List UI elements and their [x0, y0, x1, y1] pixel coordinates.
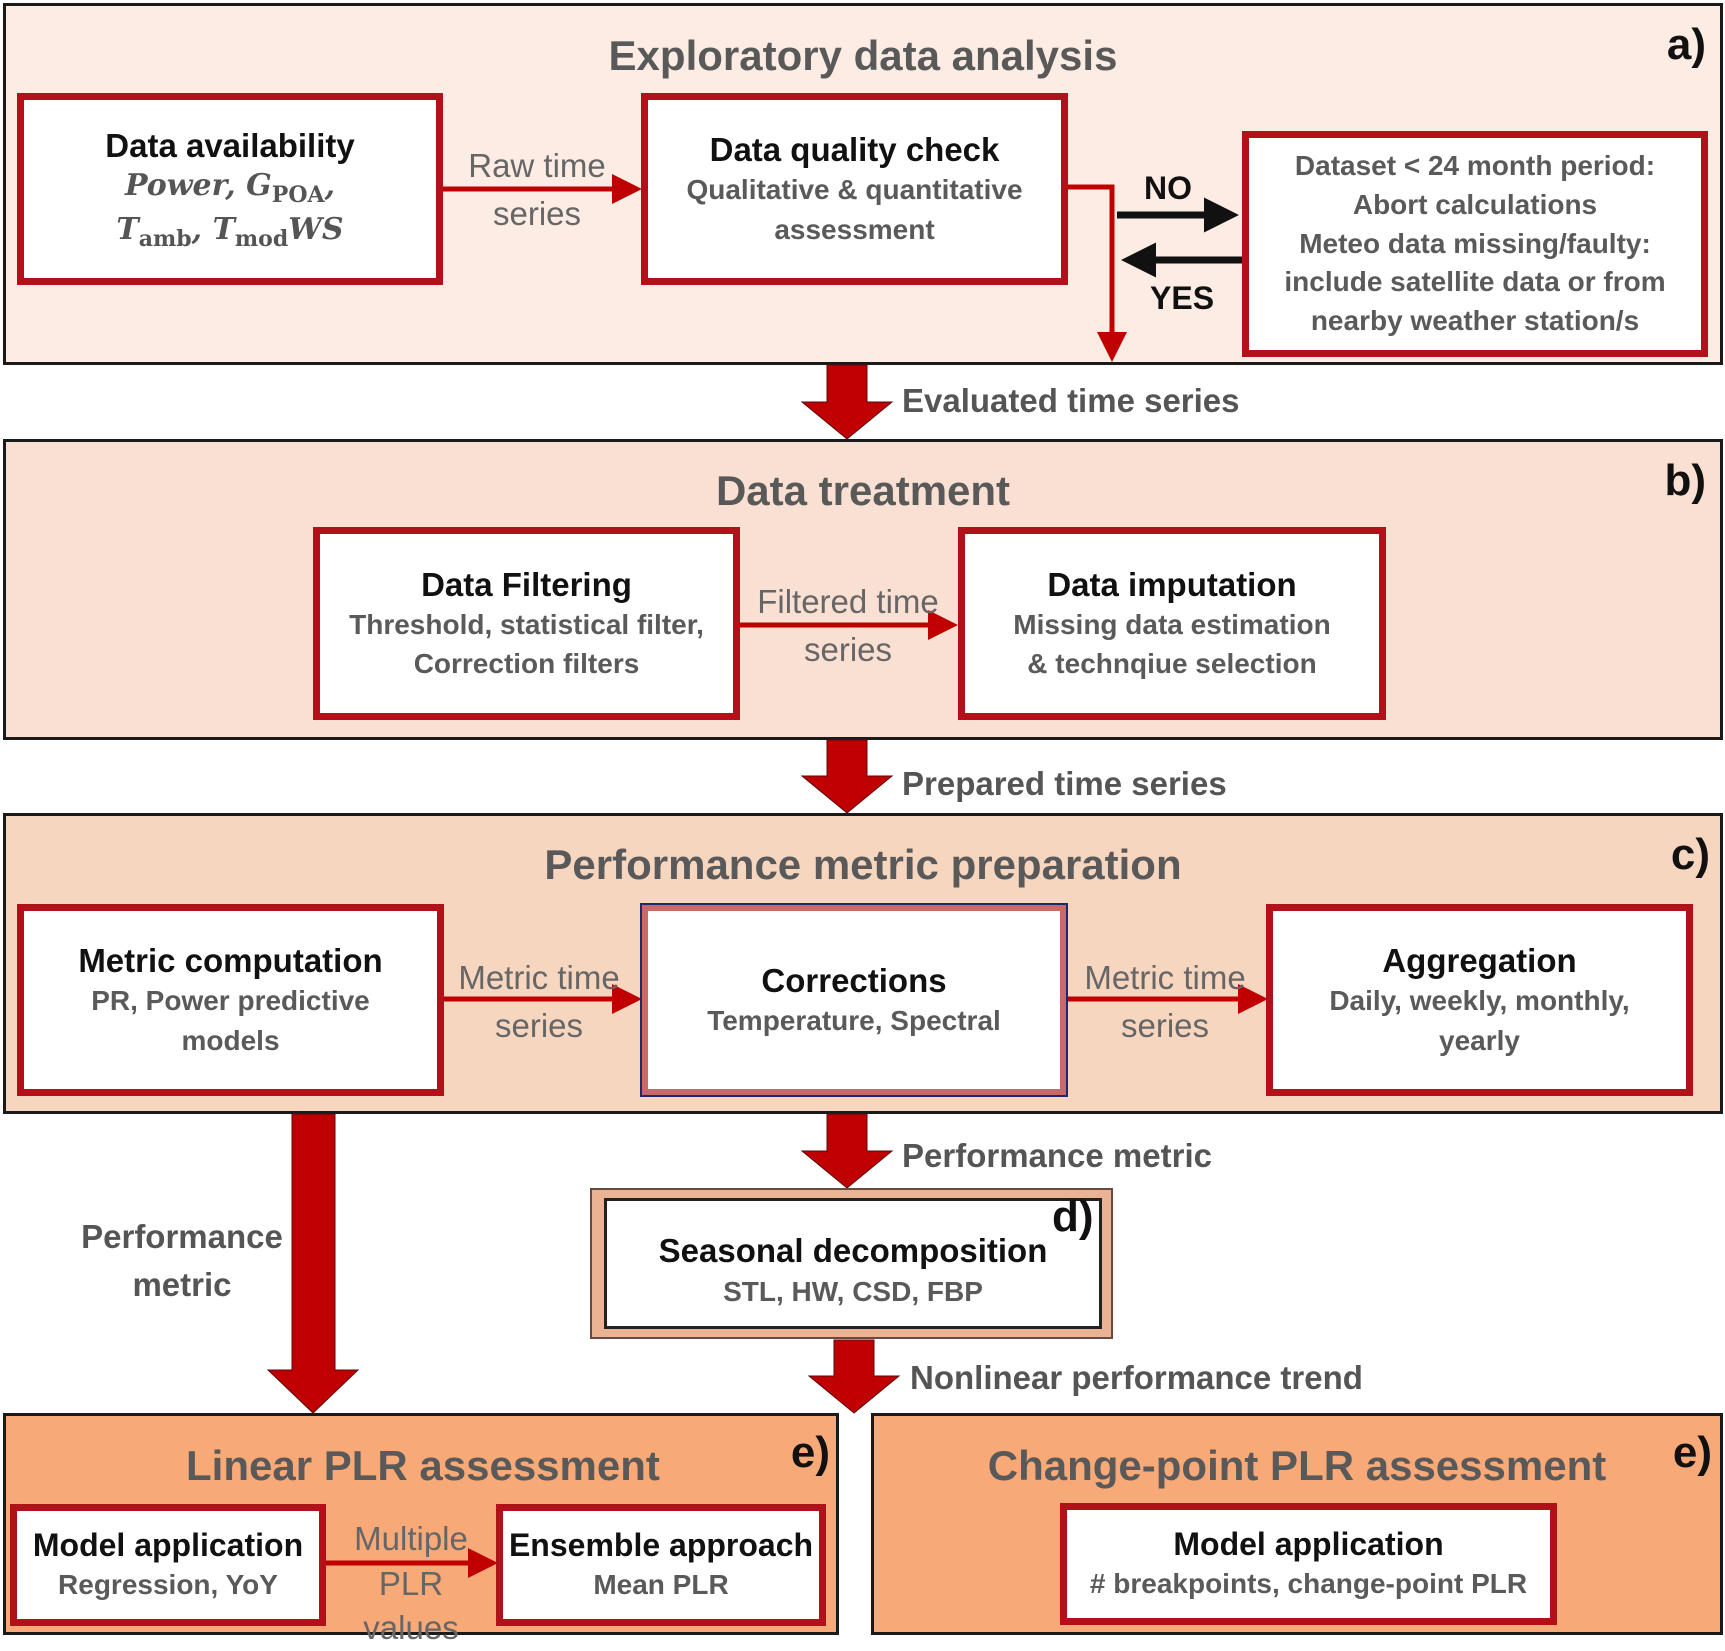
panel-label: e): [1672, 1428, 1712, 1477]
box-title: Model application: [1173, 1526, 1444, 1563]
arrow-quality-down: [1068, 184, 1127, 362]
label-multiple-plr-values: Multiple PLR values: [354, 1520, 468, 1647]
flow-label-nonlinear: Nonlinear performance trend: [910, 1359, 1363, 1396]
box-ensemble-approach: Ensemble approach Mean PLR: [496, 1504, 826, 1626]
panel-title: Performance metric preparation: [544, 841, 1182, 888]
label-no: NO: [1144, 170, 1192, 206]
panel-title: Change-point PLR assessment: [987, 1442, 1607, 1489]
box-title: Data Filtering: [421, 565, 632, 603]
box-data-availability: Data availability Power, GPOA, Tamb, Tmo…: [17, 93, 443, 285]
label-raw-time-series: Raw time series: [468, 147, 606, 232]
label-yes: YES: [1150, 280, 1215, 316]
panel-label: a): [1666, 20, 1706, 69]
box-data-quality-check: Data quality check Qualitative & quantit…: [641, 93, 1068, 285]
box-dataset-note: Dataset < 24 month period: Abort calcula…: [1242, 131, 1708, 357]
block-arrow-nonlinear: [807, 1339, 901, 1414]
box-model-application-linear: Model application Regression, YoY: [10, 1504, 326, 1626]
box-title: Aggregation: [1382, 942, 1577, 980]
box-model-application-change-point: Model application # breakpoints, change-…: [1060, 1503, 1557, 1625]
panel-data-treatment: Data treatment b): [3, 439, 1723, 740]
label-metric-time-series-2: Metric time series: [1084, 959, 1246, 1044]
box-title: Corrections: [761, 961, 947, 999]
panel-label-d: d): [1052, 1192, 1094, 1241]
box-corrections: Corrections Temperature, Spectral: [640, 903, 1068, 1097]
flow-label-side-performance-metric: Performance metric: [81, 1218, 283, 1303]
flow-label-prepared: Prepared time series: [902, 765, 1227, 802]
box-title: Ensemble approach: [508, 1527, 814, 1564]
flow-label-evaluated: Evaluated time series: [902, 382, 1240, 419]
block-arrow-side-performance-metric: [266, 1113, 360, 1414]
panel-label: c): [1670, 830, 1710, 879]
box-metric-computation: Metric computation PR, Power predictive …: [17, 904, 444, 1096]
panel-title: Linear PLR assessment: [186, 1442, 660, 1489]
variables-line-2: Tamb, TmodWS: [116, 211, 344, 252]
box-title: Data availability: [105, 126, 355, 164]
label-metric-time-series-1: Metric time series: [458, 959, 620, 1044]
panel-title: Exploratory data analysis: [608, 32, 1118, 79]
panel-label: b): [1664, 456, 1706, 505]
label-filtered-time-series: Filtered time series: [757, 583, 939, 668]
block-arrow-evaluated: [800, 364, 894, 440]
box-seasonal-decomposition: Seasonal decomposition STL, HW, CSD, FBP: [604, 1198, 1102, 1329]
box-title: Data imputation: [1047, 565, 1297, 603]
box-title: Metric computation: [78, 942, 383, 980]
box-data-imputation: Data imputation Missing data estimation …: [958, 527, 1386, 720]
box-aggregation: Aggregation Daily, weekly, monthly, year…: [1266, 904, 1693, 1096]
panel-label: e): [790, 1428, 830, 1477]
box-data-filtering: Data Filtering Threshold, statistical fi…: [313, 527, 740, 720]
flow-label-performance-metric: Performance metric: [902, 1137, 1212, 1174]
box-title: Seasonal decomposition: [658, 1232, 1048, 1270]
panel-title: Data treatment: [715, 467, 1011, 514]
box-title: Data quality check: [709, 131, 1000, 169]
box-title: Model application: [32, 1527, 304, 1564]
variables-line-1: Power, GPOA,: [124, 168, 336, 209]
block-arrow-prepared: [800, 739, 894, 814]
block-arrow-performance-metric: [800, 1113, 894, 1189]
